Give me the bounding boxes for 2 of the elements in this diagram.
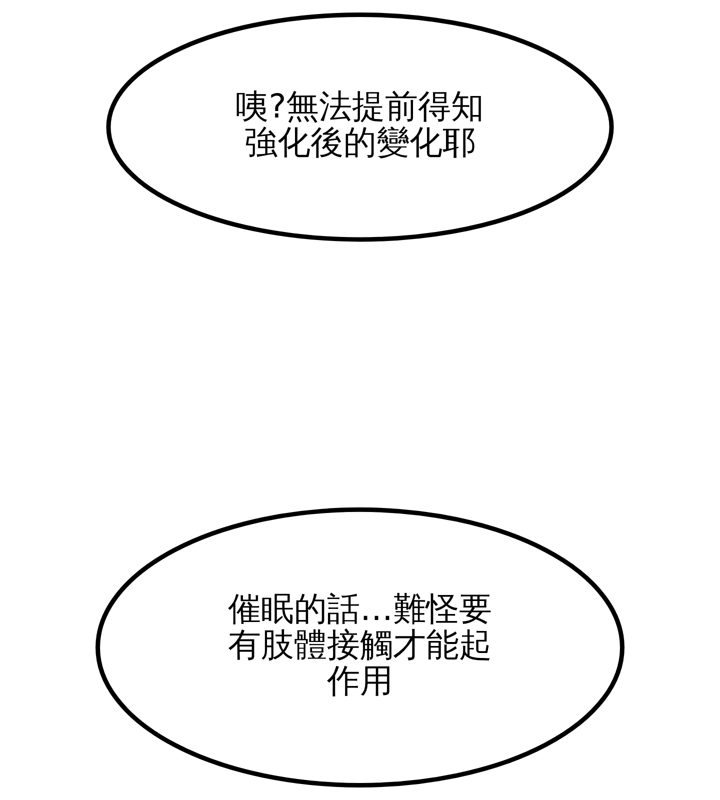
node-ellipse: 咦?無法提前得知強化後的變化耶 — [106, 12, 614, 242]
node-ellipse: 催眠的話…難怪要有肢體接觸才能起作用 — [96, 507, 624, 788]
